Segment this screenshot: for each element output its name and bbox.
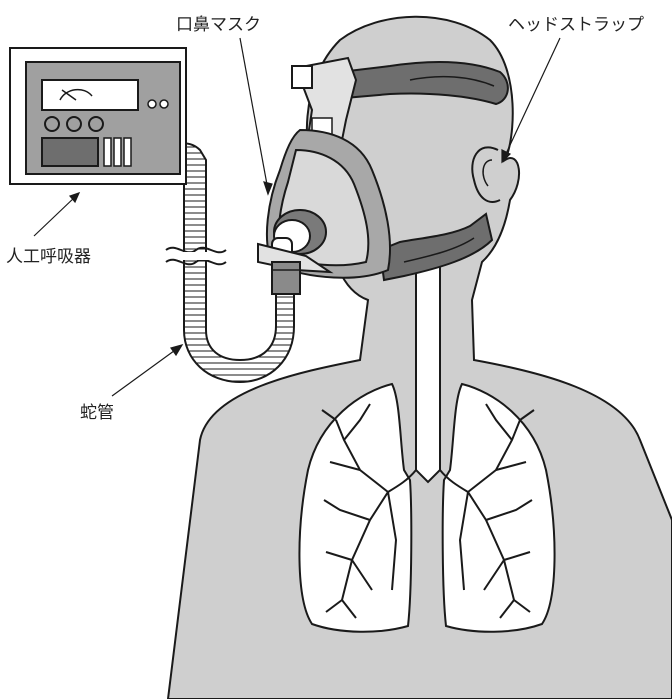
label-oronasal-mask: 口鼻マスク bbox=[176, 15, 261, 35]
label-breathing-tube: 蛇管 bbox=[80, 403, 114, 423]
label-head-strap: ヘッドストラップ bbox=[508, 15, 644, 35]
trachea bbox=[416, 240, 440, 482]
label-ventilator: 人工呼吸器 bbox=[6, 247, 91, 267]
ventilator-device-icon bbox=[10, 48, 186, 184]
analog-gauge-icon bbox=[42, 80, 138, 110]
